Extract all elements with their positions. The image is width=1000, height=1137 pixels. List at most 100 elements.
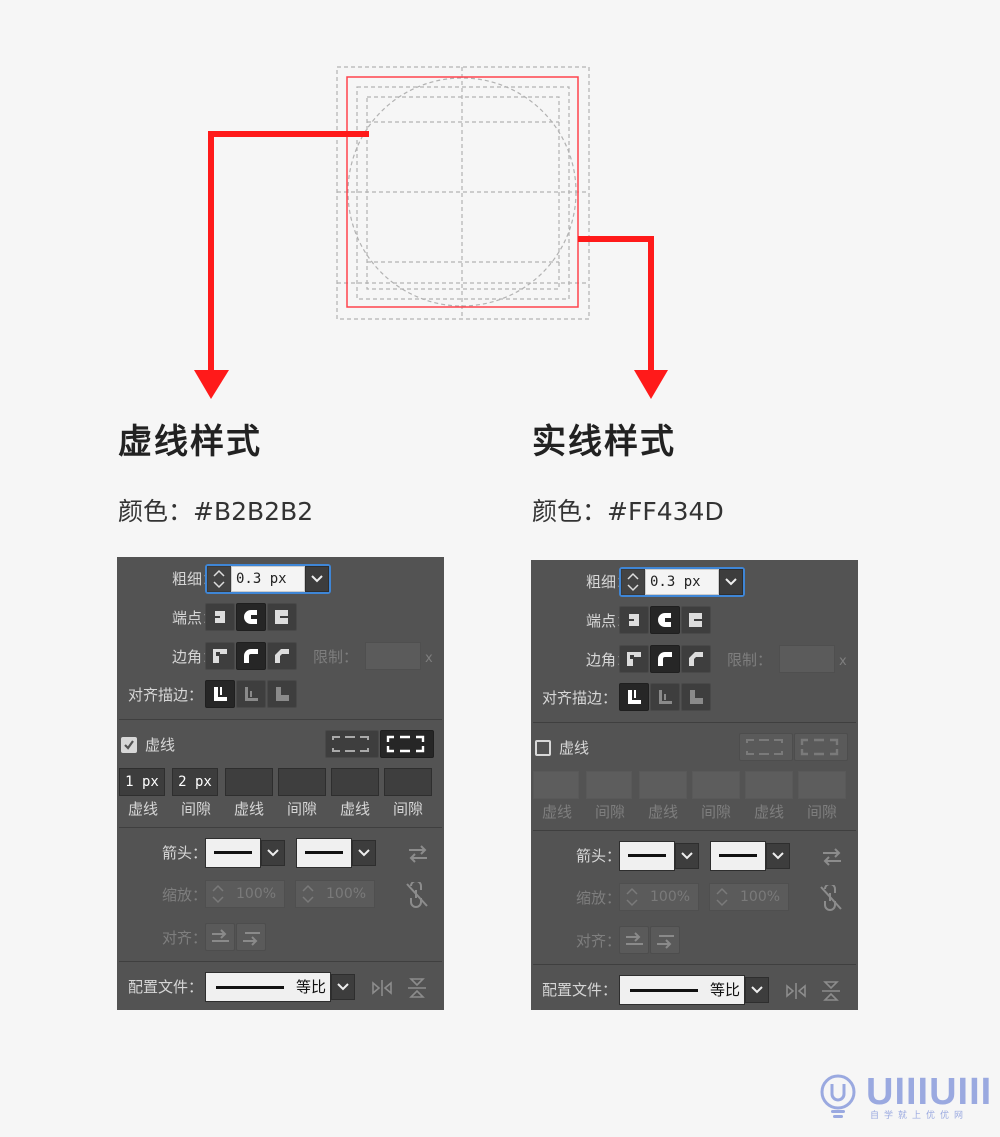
limit-input[interactable] bbox=[365, 642, 421, 670]
round-cap-button[interactable] bbox=[236, 603, 266, 631]
butt-cap-button[interactable] bbox=[205, 603, 235, 631]
end-arrowhead-select[interactable] bbox=[710, 841, 766, 871]
cap-label: 端点： bbox=[171, 609, 217, 627]
start-arrowhead-select[interactable] bbox=[619, 841, 675, 871]
align-outside-button[interactable] bbox=[267, 680, 297, 708]
solid-color-text: 颜色：#FF434D bbox=[532, 497, 724, 526]
align-stroke-label: 对齐描边： bbox=[127, 686, 203, 704]
dash-input-2[interactable] bbox=[639, 771, 687, 799]
flip-horizontal-icon[interactable] bbox=[371, 979, 393, 997]
align-inside-button[interactable] bbox=[236, 680, 266, 708]
flip-horizontal-icon[interactable] bbox=[785, 982, 807, 1000]
gap-input-3[interactable] bbox=[798, 771, 846, 799]
align-arrows-label: 对齐： bbox=[575, 932, 621, 950]
gap-input-1[interactable]: 2 px bbox=[172, 768, 218, 796]
align-center-button[interactable] bbox=[205, 680, 235, 708]
gap-label-1: 间隙 bbox=[594, 803, 625, 821]
bevel-join-icon bbox=[689, 652, 703, 666]
gap-input-2[interactable] bbox=[692, 771, 740, 799]
start-arrowhead-dropdown[interactable] bbox=[675, 843, 699, 869]
end-arrowhead-dropdown[interactable] bbox=[352, 840, 376, 866]
dashed-line-checkbox[interactable] bbox=[535, 740, 551, 756]
profile-label: 配置文件： bbox=[541, 981, 617, 999]
weight-dropdown[interactable] bbox=[719, 569, 743, 595]
miter-join-button[interactable] bbox=[619, 645, 649, 673]
gap-input-3[interactable] bbox=[384, 768, 432, 796]
profile-select[interactable]: 等比 bbox=[619, 975, 745, 1005]
projecting-cap-button[interactable] bbox=[681, 606, 711, 634]
preserve-dash-exact-button[interactable] bbox=[739, 733, 793, 761]
gap-label-3: 间隙 bbox=[392, 800, 423, 818]
profile-value: 等比 bbox=[709, 981, 740, 999]
arrow-tip-at-end-button[interactable] bbox=[650, 926, 680, 954]
arrow-tip-at-end-button[interactable] bbox=[236, 923, 266, 951]
end-arrowhead-select[interactable] bbox=[296, 838, 352, 868]
gap-input-1[interactable] bbox=[586, 771, 632, 799]
start-scale-input[interactable]: 100% bbox=[619, 883, 699, 911]
chevron-down-icon bbox=[358, 849, 370, 857]
link-scale-icon[interactable] bbox=[819, 885, 843, 911]
projecting-cap-button[interactable] bbox=[267, 603, 297, 631]
separator bbox=[533, 964, 856, 965]
profile-dropdown[interactable] bbox=[331, 974, 355, 1000]
gap-label-3: 间隙 bbox=[806, 803, 837, 821]
dash-input-1[interactable]: 1 px bbox=[119, 768, 165, 796]
align-stroke-outside-icon bbox=[276, 687, 289, 701]
arrowhead-none-icon bbox=[305, 851, 343, 854]
end-scale-input[interactable]: 100% bbox=[295, 880, 375, 908]
bevel-join-button[interactable] bbox=[681, 645, 711, 673]
chevron-down-icon bbox=[772, 852, 784, 860]
bevel-join-button[interactable] bbox=[267, 642, 297, 670]
start-scale-input[interactable]: 100% bbox=[205, 880, 285, 908]
round-cap-icon bbox=[244, 610, 257, 624]
round-join-button[interactable] bbox=[236, 642, 266, 670]
gap-input-2[interactable] bbox=[278, 768, 326, 796]
separator bbox=[119, 961, 442, 962]
weight-input[interactable]: 0.3 px bbox=[645, 569, 719, 595]
dash-input-3[interactable] bbox=[331, 768, 379, 796]
dash-input-2[interactable] bbox=[225, 768, 273, 796]
dashed-line-checkbox[interactable] bbox=[121, 737, 137, 753]
align-inside-button[interactable] bbox=[650, 683, 680, 711]
weight-dropdown[interactable] bbox=[305, 566, 329, 592]
projecting-cap-icon bbox=[275, 610, 288, 624]
start-arrowhead-select[interactable] bbox=[205, 838, 261, 868]
flip-vertical-icon[interactable] bbox=[407, 977, 427, 999]
limit-input[interactable] bbox=[779, 645, 835, 673]
swap-arrowheads-icon[interactable] bbox=[407, 845, 429, 863]
dash-input-3[interactable] bbox=[745, 771, 793, 799]
check-icon bbox=[124, 740, 134, 750]
end-arrowhead-dropdown[interactable] bbox=[766, 843, 790, 869]
weight-input[interactable]: 0.3 px bbox=[231, 566, 305, 592]
profile-select[interactable]: 等比 bbox=[205, 972, 331, 1002]
gap-label-2: 间隙 bbox=[700, 803, 731, 821]
limit-suffix: x bbox=[425, 651, 433, 666]
align-outside-button[interactable] bbox=[681, 683, 711, 711]
weight-stepper[interactable] bbox=[621, 569, 645, 595]
stepper-arrows-icon bbox=[302, 884, 314, 904]
round-join-button[interactable] bbox=[650, 645, 680, 673]
arrow-tip-extends-button[interactable] bbox=[205, 923, 235, 951]
brand-watermark: UIIIUIII 自学就上优优网 bbox=[818, 1072, 991, 1122]
round-cap-button[interactable] bbox=[650, 606, 680, 634]
butt-cap-button[interactable] bbox=[619, 606, 649, 634]
link-scale-icon[interactable] bbox=[405, 882, 429, 908]
align-dashes-to-corners-button[interactable] bbox=[794, 733, 848, 761]
weight-control: 0.3 px bbox=[205, 564, 331, 594]
dash-label-2: 虚线 bbox=[233, 800, 264, 818]
gap-label-2: 间隙 bbox=[286, 800, 317, 818]
end-scale-input[interactable]: 100% bbox=[709, 883, 789, 911]
profile-dropdown[interactable] bbox=[745, 977, 769, 1003]
flip-vertical-icon[interactable] bbox=[821, 980, 841, 1002]
dash-input-1[interactable] bbox=[533, 771, 579, 799]
swap-arrowheads-icon[interactable] bbox=[821, 848, 843, 866]
separator bbox=[533, 722, 856, 723]
preserve-dash-exact-button[interactable] bbox=[325, 730, 379, 758]
align-dashes-to-corners-button[interactable] bbox=[380, 730, 434, 758]
miter-join-button[interactable] bbox=[205, 642, 235, 670]
start-arrowhead-dropdown[interactable] bbox=[261, 840, 285, 866]
arrow-tip-extends-button[interactable] bbox=[619, 926, 649, 954]
weight-stepper[interactable] bbox=[207, 566, 231, 592]
round-cap-icon bbox=[658, 613, 671, 627]
align-center-button[interactable] bbox=[619, 683, 649, 711]
